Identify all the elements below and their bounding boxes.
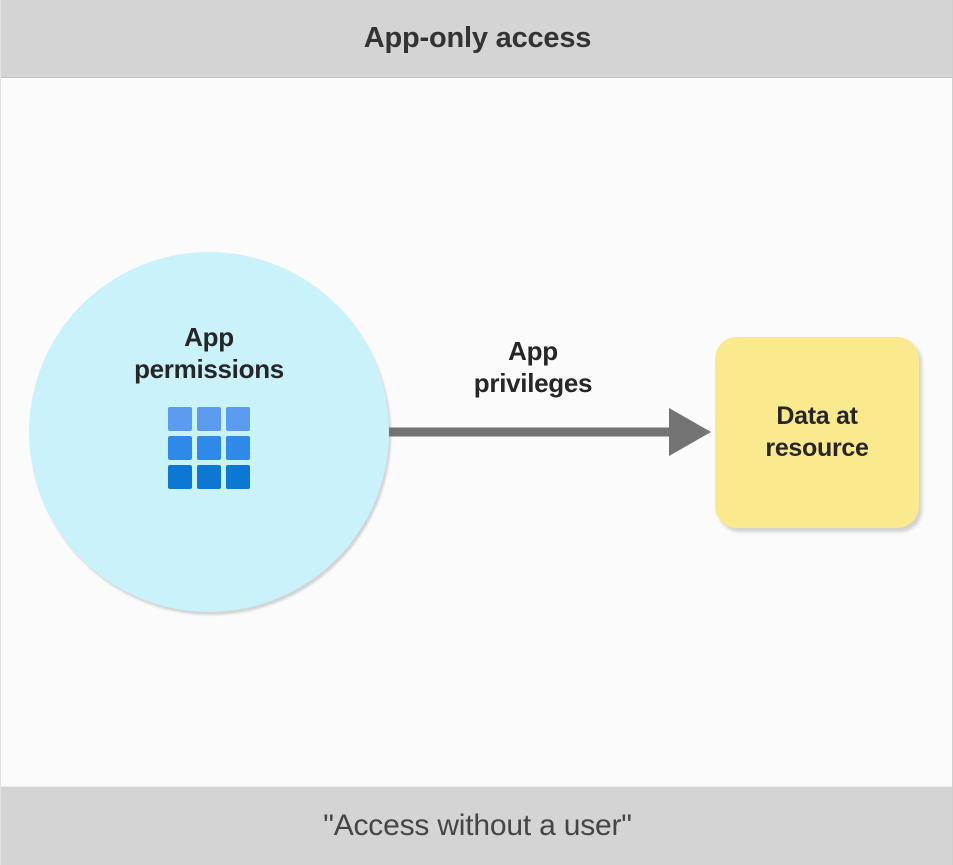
node-app-permissions[interactable]: App permissions xyxy=(29,252,389,612)
diagram-header-band: App-only access xyxy=(1,0,952,78)
app-grid-icon-cell xyxy=(168,407,192,432)
app-grid-icon-cell xyxy=(226,465,250,490)
app-grid-icon-cell xyxy=(197,407,221,432)
app-grid-icon xyxy=(168,407,250,490)
node-data-at-resource-label: Data at resource xyxy=(765,402,869,462)
diagram-title: App-only access xyxy=(363,22,592,54)
node-app-permissions-label: App permissions xyxy=(134,322,284,384)
diagram-footer-band: "Access without a user" xyxy=(1,786,952,865)
diagram-caption: "Access without a user" xyxy=(323,809,632,842)
app-grid-icon-cell xyxy=(197,436,221,461)
connector-arrowhead xyxy=(669,408,711,456)
app-grid-icon-cell xyxy=(168,436,192,461)
node-data-at-resource[interactable]: Data at resource xyxy=(715,337,919,528)
diagram-stage: App permissions App privileges Data at r… xyxy=(1,78,952,786)
app-grid-icon-cell xyxy=(197,465,221,490)
app-grid-icon-cell xyxy=(168,465,192,490)
app-grid-icon-cell xyxy=(226,436,250,461)
edge-label-app-privileges: App privileges xyxy=(473,336,593,398)
app-grid-icon-cell xyxy=(226,407,250,432)
